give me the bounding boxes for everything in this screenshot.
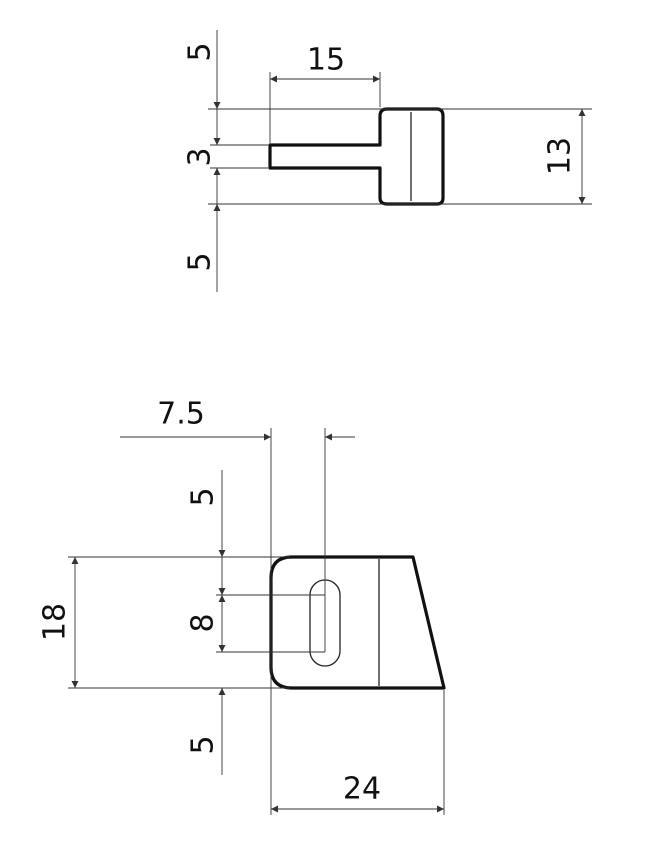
top-view: 5 3 5 15 13 xyxy=(183,30,592,292)
bottom-dim-slot-length-label: 8 xyxy=(186,613,221,632)
bottom-dim-upper-gap-label: 5 xyxy=(186,487,221,506)
bottom-dim-width-label: 24 xyxy=(343,772,381,807)
top-dim-stem-length-label: 15 xyxy=(307,43,345,78)
bottom-view-part-outline xyxy=(269,555,446,690)
top-dim-lower-gap-label: 5 xyxy=(183,252,218,271)
bottom-dim-offset-label: 7.5 xyxy=(157,397,205,432)
bottom-dim-lower-gap-label: 5 xyxy=(186,735,221,754)
bottom-dim-height-label: 18 xyxy=(38,603,73,641)
top-dim-upper-gap-label: 5 xyxy=(183,42,218,61)
top-dim-slot-width-label: 3 xyxy=(183,147,218,166)
bottom-view: 7.5 5 8 5 18 24 xyxy=(38,397,446,815)
top-view-part-outline xyxy=(268,107,445,206)
top-dim-height-label: 13 xyxy=(543,137,578,175)
